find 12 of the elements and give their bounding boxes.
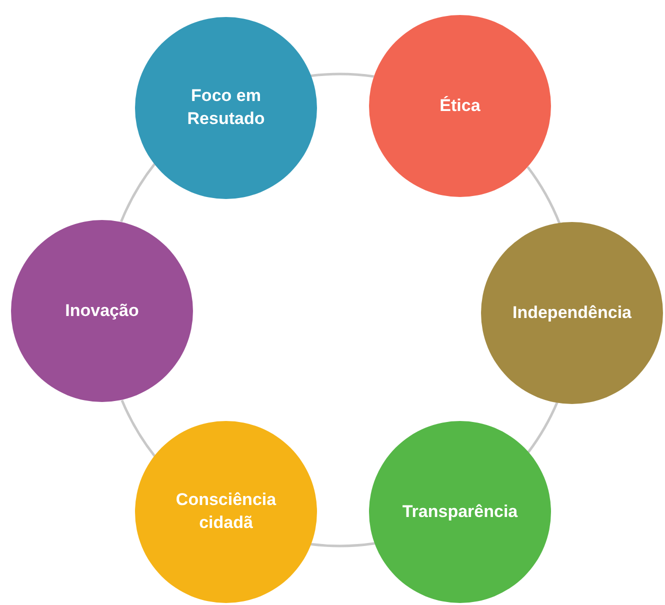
- ring-connector: [527, 402, 558, 453]
- ring-connector: [526, 166, 561, 224]
- ring-connector: [120, 400, 156, 458]
- circle-label: Consciência cidadã: [174, 489, 278, 534]
- circle-label: Foco em Resutado: [186, 85, 266, 130]
- ring-connector: [120, 162, 156, 222]
- circle-label: Transparência: [402, 500, 518, 523]
- circle-label: Ética: [440, 94, 480, 117]
- ring-connector: [310, 542, 375, 548]
- circle-label: Inovação: [65, 300, 139, 322]
- circle-label: Independência: [512, 302, 632, 324]
- ring-connector: [310, 72, 374, 78]
